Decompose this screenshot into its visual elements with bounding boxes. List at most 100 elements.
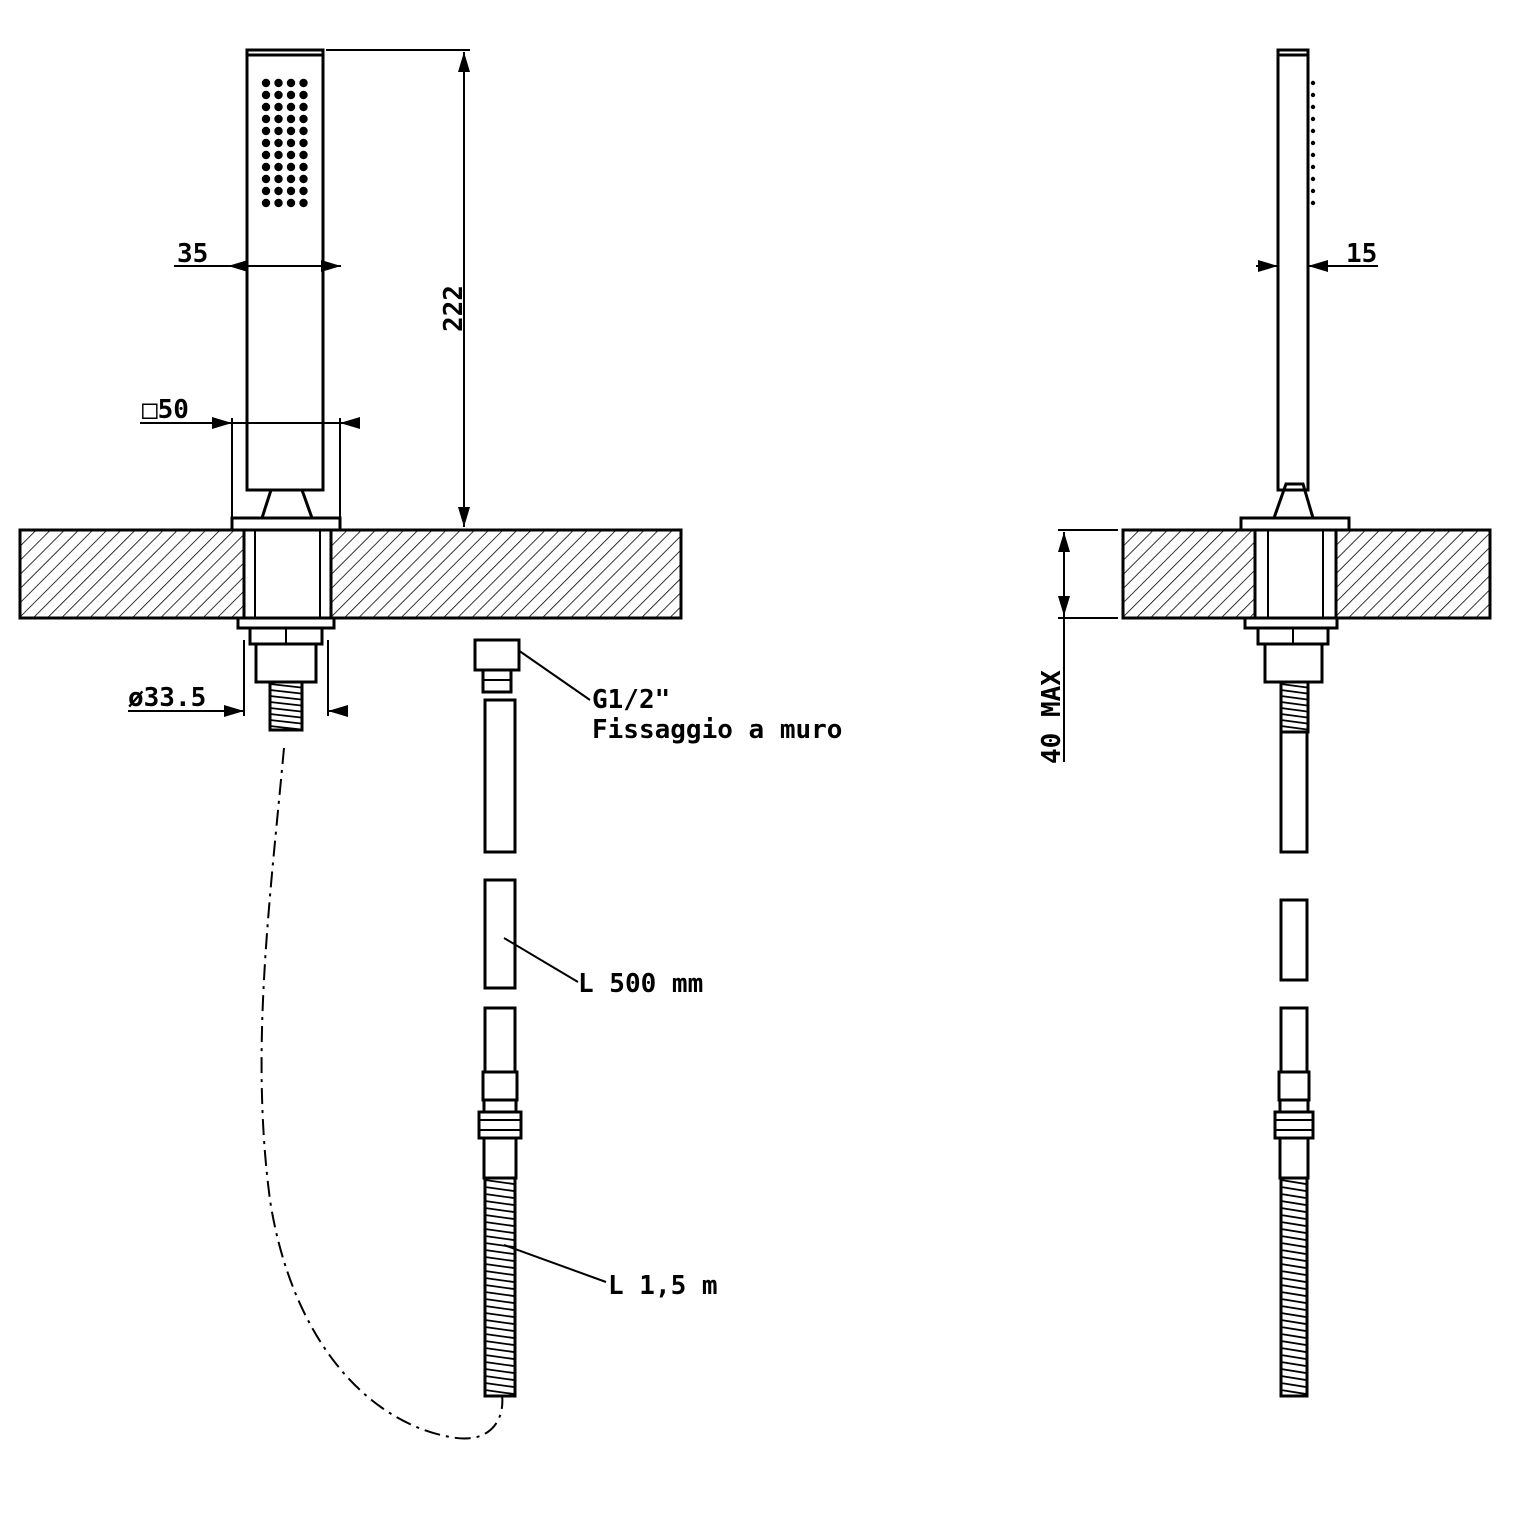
hose-long-callout: L 1,5 m	[503, 1244, 718, 1301]
side-braided-hose-2	[1279, 898, 1309, 982]
spring-coil	[1280, 1326, 1308, 1333]
spring-coil	[484, 1200, 516, 1207]
front-view	[18, 48, 683, 1440]
nozzle-dot	[299, 198, 308, 208]
side-flange	[1239, 516, 1351, 532]
braided-hose-segment-3	[483, 1006, 517, 1074]
nozzle-dot	[286, 174, 296, 184]
side-nozzle-dot	[1310, 128, 1316, 134]
nozzle-dot	[274, 90, 283, 100]
spring-coil	[484, 1256, 516, 1263]
spring-coil	[484, 1319, 516, 1326]
spring-coil	[484, 1333, 516, 1340]
hose-stub-spring	[269, 683, 303, 731]
nozzle-dot	[274, 138, 283, 148]
side-spiral-hose	[1279, 1176, 1309, 1398]
dimension-base-square: □50	[140, 395, 360, 520]
nozzle-dot	[299, 78, 308, 88]
side-nozzle-dot	[1310, 140, 1316, 146]
countertop-right-section	[329, 528, 683, 620]
spring-coil	[484, 1235, 516, 1242]
side-nozzle-dot	[1310, 176, 1316, 182]
nozzle-dot	[261, 150, 271, 160]
nozzle-dot	[274, 186, 283, 196]
side-nozzle-dot	[1310, 200, 1316, 206]
diameter-label: ø33.5	[128, 683, 206, 713]
side-nozzle-dot	[1310, 116, 1316, 122]
spring-coil	[484, 1284, 516, 1291]
nozzle-dot	[299, 114, 308, 124]
nozzle-dot	[286, 162, 296, 172]
spring-coil	[484, 1354, 516, 1361]
nozzle-dot	[274, 150, 283, 160]
spring-coil	[484, 1361, 516, 1368]
spring-coil	[1280, 1200, 1308, 1207]
hose-routing-path	[260, 747, 504, 1440]
spring-coil	[269, 683, 303, 689]
spring-coil	[484, 1326, 516, 1333]
nozzle-dot	[286, 114, 296, 124]
dimension-height: 222	[326, 49, 470, 527]
wall-fixing-label: Fissaggio a muro	[592, 715, 842, 745]
spring-coil	[1280, 725, 1309, 731]
spring-coil	[1280, 1207, 1308, 1214]
spring-coil	[1280, 719, 1309, 725]
spring-coil	[1280, 695, 1309, 701]
spring-coil	[484, 1179, 516, 1186]
spring-coil	[1280, 1186, 1308, 1193]
connector-body	[254, 642, 318, 684]
nozzle-dot	[299, 150, 308, 160]
spring-coil	[484, 1207, 516, 1214]
spring-coil	[269, 695, 303, 701]
nozzle-dot	[261, 114, 271, 124]
side-neck	[1271, 482, 1316, 520]
nozzle-dot	[286, 198, 296, 208]
nozzle-dot	[261, 138, 271, 148]
spring-coil	[1280, 689, 1309, 695]
side-nozzle-dot	[1310, 80, 1316, 86]
spring-coil	[1280, 1354, 1308, 1361]
spring-coil	[1280, 1291, 1308, 1298]
nozzle-dot	[299, 102, 308, 112]
spring-coil	[1280, 1179, 1308, 1186]
nozzle-dot	[261, 90, 271, 100]
nozzle-dot	[261, 102, 271, 112]
nozzle-dot	[274, 78, 283, 88]
hose-assembly	[473, 638, 523, 1398]
spring-coil	[484, 1249, 516, 1256]
spring-coil	[1280, 1235, 1308, 1242]
connection-label: G1/2"	[592, 685, 670, 715]
spring-coil	[484, 1270, 516, 1277]
spring-coil	[1280, 1256, 1308, 1263]
spring-coil	[484, 1186, 516, 1193]
spray-nozzles	[261, 78, 308, 208]
spring-coil	[1280, 683, 1309, 689]
spring-coil	[1280, 1249, 1308, 1256]
dimension-handle-width: 35	[174, 239, 341, 272]
nozzle-dot	[261, 174, 271, 184]
spring-coil	[1280, 1340, 1308, 1347]
nozzle-dot	[274, 162, 283, 172]
nozzle-dot	[286, 186, 296, 196]
base-flange	[230, 516, 342, 532]
nozzle-dot	[299, 186, 308, 196]
spring-coil	[484, 1305, 516, 1312]
nozzle-dot	[261, 186, 271, 196]
spring-coil	[1280, 1375, 1308, 1382]
spring-coil	[484, 1382, 516, 1389]
dimension-max-thickness: 40 MAX	[1037, 529, 1118, 764]
side-braided-hose-3	[1279, 1006, 1309, 1074]
hose-stub	[268, 680, 304, 732]
spring-coil	[484, 1277, 516, 1284]
spring-coil	[1280, 1312, 1308, 1319]
spring-coil	[1280, 1270, 1308, 1277]
countertop-left-section	[18, 528, 246, 620]
spring-coil	[269, 719, 303, 725]
nozzle-dot	[261, 162, 271, 172]
side-countertop-right	[1334, 528, 1492, 620]
spring-coil	[484, 1228, 516, 1235]
nozzle-dot	[299, 174, 308, 184]
nozzle-dot	[274, 126, 283, 136]
spring-coil	[1280, 1228, 1308, 1235]
